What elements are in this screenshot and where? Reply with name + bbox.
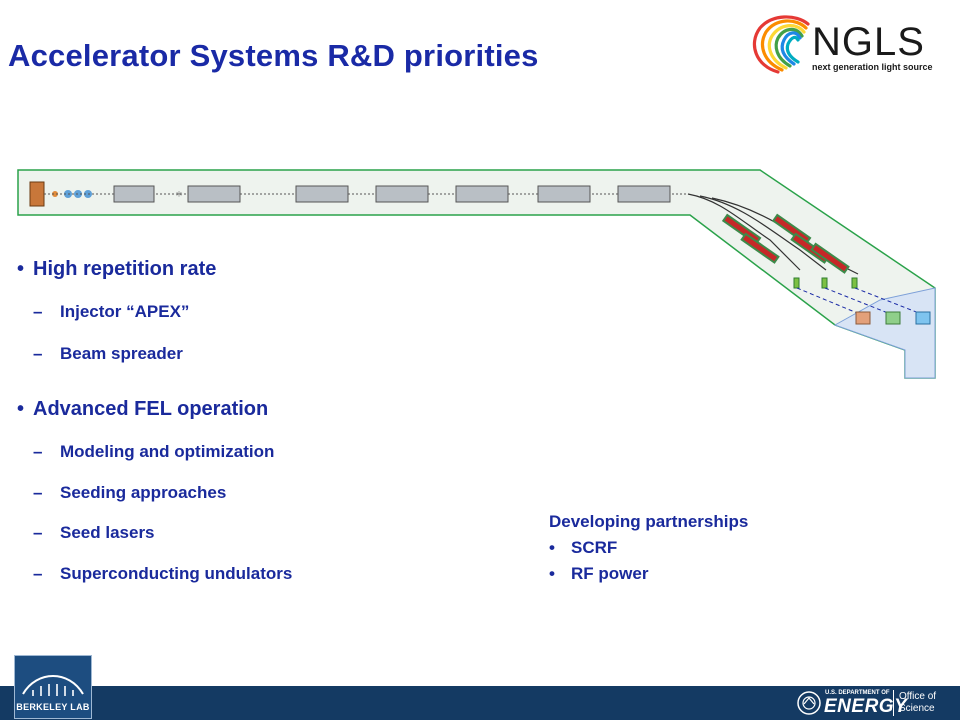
- list-item: • Advanced FEL operation: [17, 398, 268, 421]
- list-subitem: –Seed lasers: [33, 523, 155, 543]
- bullet-marker: •: [17, 398, 25, 420]
- list-item: • SCRF: [549, 538, 748, 558]
- ngls-swirl-icon: [752, 15, 810, 74]
- subitem-text: Superconducting undulators: [60, 564, 293, 583]
- dash-marker: –: [33, 564, 43, 583]
- dash-marker: –: [33, 523, 43, 542]
- list-subitem: –Seeding approaches: [33, 483, 226, 503]
- bullet-marker: •: [549, 564, 555, 583]
- subitem-text: Injector “APEX”: [60, 302, 190, 321]
- partnerships-block: Developing partnerships • SCRF • RF power: [549, 512, 748, 584]
- bullet-text: High repetition rate: [33, 258, 217, 280]
- svg-text:*: *: [176, 189, 182, 203]
- subitem-text: Seeding approaches: [60, 483, 227, 502]
- list-subitem: –Modeling and optimization: [33, 442, 274, 462]
- berkeley-lab-logo: BERKELEY LAB: [14, 655, 92, 719]
- accelerator-layout-diagram: *: [17, 169, 936, 379]
- dash-marker: –: [33, 302, 43, 321]
- partnership-text: RF power: [571, 564, 649, 583]
- list-subitem: –Injector “APEX”: [33, 302, 189, 322]
- partnerships-heading: Developing partnerships: [549, 512, 749, 531]
- partnership-text: SCRF: [571, 538, 618, 557]
- subitem-text: Seed lasers: [60, 523, 155, 542]
- list-subitem: –Beam spreader: [33, 344, 183, 364]
- berkeley-lab-text: BERKELEY LAB: [16, 702, 90, 712]
- list-subitem: –Superconducting undulators: [33, 564, 292, 584]
- slide-title: Accelerator Systems R&D priorities: [8, 38, 539, 73]
- office-line-2: Science: [899, 703, 935, 714]
- doe-energy-text: ENERGY: [824, 696, 908, 717]
- ngls-logo-text: NGLS: [812, 20, 925, 64]
- ngls-tagline: next generation light source: [812, 62, 933, 72]
- list-item: • High repetition rate: [17, 258, 216, 281]
- office-line-1: Office of: [899, 691, 937, 702]
- footer-divider: [893, 690, 894, 716]
- dash-marker: –: [33, 442, 43, 461]
- subitem-text: Beam spreader: [60, 344, 183, 363]
- berkeley-building-icon: [22, 675, 84, 696]
- bullet-marker: •: [549, 538, 555, 557]
- doe-seal-icon: [797, 691, 821, 715]
- list-item: • RF power: [549, 564, 748, 584]
- footer-bar: [0, 686, 960, 720]
- dash-marker: –: [33, 483, 43, 502]
- doe-department-text: U.S. DEPARTMENT OF: [825, 690, 890, 696]
- bullet-marker: •: [17, 258, 25, 280]
- subitem-text: Modeling and optimization: [60, 442, 275, 461]
- office-of-science-text: Office of Science: [899, 691, 959, 715]
- bullet-text: Advanced FEL operation: [33, 398, 269, 420]
- dash-marker: –: [33, 344, 43, 363]
